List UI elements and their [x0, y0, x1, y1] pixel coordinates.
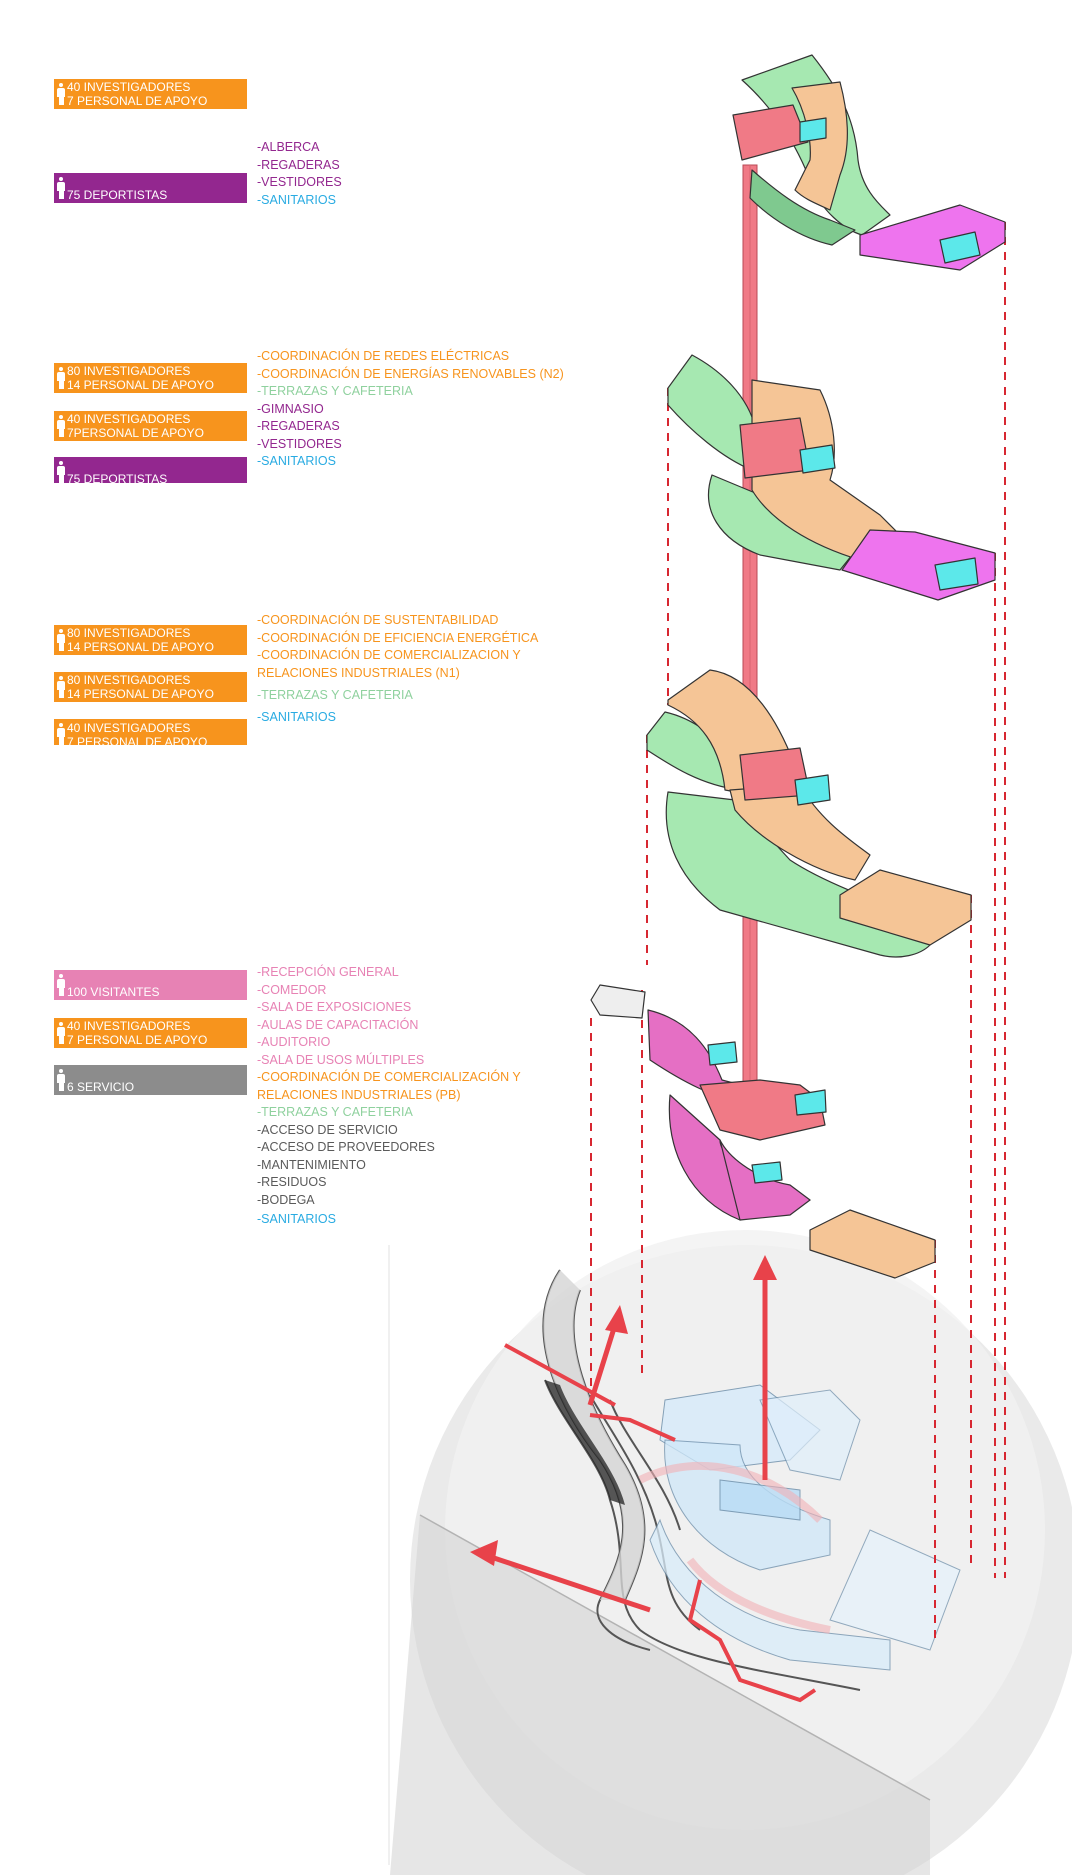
- level-4-floor: [732, 54, 1006, 271]
- program-item: -RESIDUOS: [257, 1175, 327, 1189]
- program-item: -COORDINACIÓN DE EFICIENCIA ENERGÉTICA: [257, 630, 539, 645]
- entry-arrow-head: [605, 1305, 628, 1334]
- program-item: -TERRAZAS Y CAFETERIA: [257, 1105, 413, 1119]
- level-2-list: -COORDINACIÓN DE SUSTENTABILIDAD -COORDI…: [257, 612, 538, 726]
- program-item: -GIMNASIO: [257, 401, 324, 416]
- level-1-list: -RECEPCIÓN GENERAL -COMEDOR -SALA DE EXP…: [257, 964, 521, 1229]
- program-item: -COORDINACIÓN DE ENERGÍAS RENOVABLES (N2…: [257, 366, 564, 381]
- person-icon: [57, 83, 65, 105]
- program-item: -SALA DE EXPOSICIONES: [257, 1000, 412, 1014]
- program-item: -BODEGA: [257, 1192, 315, 1207]
- person-icon: [57, 629, 65, 651]
- projection-lines: [590, 222, 1006, 1640]
- badge-line: 40 INVESTIGADORES: [67, 412, 191, 426]
- level-1-badge-1: 100 VISITANTES: [54, 970, 247, 1000]
- program-item: -COORDINACIÓN DE COMERCIALIZACION Y: [257, 648, 521, 662]
- level-3-badge-2: 40 INVESTIGADORES 7PERSONAL DE APOYO: [54, 411, 247, 441]
- program-item: RELACIONES INDUSTRIALES (PB): [257, 1087, 461, 1102]
- badge-line: 14 PERSONAL DE APOYO: [67, 378, 214, 392]
- badge-line: 7 PERSONAL DE APOYO: [67, 94, 208, 108]
- level-1-badge-3: 6 SERVICIO: [54, 1065, 247, 1095]
- program-item: -AUDITORIO: [257, 1035, 331, 1049]
- entry-arrow-shaft: [587, 1324, 618, 1406]
- program-item: -SANITARIOS: [257, 454, 336, 468]
- program-item: -AULAS DE CAPACITACIÓN: [257, 1017, 419, 1032]
- person-icon: [57, 676, 65, 698]
- program-item: RELACIONES INDUSTRIALES (N1): [257, 665, 460, 680]
- badge-line: 14 PERSONAL DE APOYO: [67, 687, 214, 701]
- person-icon: [57, 461, 65, 483]
- badge-line: 7PERSONAL DE APOYO: [67, 426, 204, 440]
- level-3-badge-1: 80 INVESTIGADORES 14 PERSONAL DE APOYO: [54, 363, 247, 393]
- program-item: -SANITARIOS: [257, 192, 336, 207]
- site-road-dark: [545, 1380, 625, 1505]
- exit-arrow-shaft: [484, 1552, 651, 1613]
- badge-line: 7 PERSONAL DE APOYO: [67, 735, 208, 745]
- program-item: -ACCESO DE PROVEEDORES: [257, 1140, 435, 1154]
- program-item: -ACCESO DE SERVICIO: [257, 1122, 398, 1137]
- level-4-badge-2: 75 DEPORTISTAS: [54, 173, 247, 203]
- program-item: -REGADERAS: [257, 157, 340, 172]
- program-item: -COORDINACIÓN DE COMERCIALIZACIÓN Y: [257, 1070, 521, 1084]
- person-icon: [57, 415, 65, 437]
- level-4-list: -ALBERCA -REGADERAS -VESTIDORES -SANITAR…: [257, 139, 342, 209]
- level-2-floor: [646, 669, 972, 958]
- badge-line: 40 INVESTIGADORES: [67, 1019, 191, 1033]
- badge-line: 75 DEPORTISTAS: [67, 188, 168, 202]
- program-item: -SANITARIOS: [257, 1212, 336, 1226]
- program-item: -REGADERAS: [257, 419, 340, 433]
- level-1-badge-2: 40 INVESTIGADORES 7 PERSONAL DE APOYO: [54, 1018, 247, 1048]
- level-4-badge-1: 40 INVESTIGADORES 7 PERSONAL DE APOYO: [54, 79, 247, 109]
- person-icon: [57, 974, 65, 996]
- person-icon: [57, 1069, 65, 1091]
- person-icon: [57, 723, 65, 745]
- access-routes: [589, 1413, 817, 1703]
- badge-line: 6 SERVICIO: [67, 1080, 135, 1094]
- level-2-badge-1: 80 INVESTIGADORES 14 PERSONAL DE APOYO: [54, 625, 247, 655]
- program-item: -ALBERCA: [257, 140, 320, 154]
- site-road-surface: [543, 1270, 645, 1600]
- program-item: -COORDINACIÓN DE REDES ELÉCTRICAS: [257, 349, 510, 363]
- access-arrow-left-shaft: [504, 1343, 616, 1407]
- badge-line: 40 INVESTIGADORES: [67, 721, 191, 735]
- program-item: -MANTENIMIENTO: [257, 1157, 366, 1172]
- level-2-badge-3: 40 INVESTIGADORES 7 PERSONAL DE APOYO: [54, 719, 247, 745]
- vertical-arrow-head: [753, 1255, 777, 1280]
- level-1-floor: [590, 984, 936, 1279]
- program-item: -TERRAZAS Y CAFETERIA: [257, 384, 413, 398]
- person-icon: [57, 1022, 65, 1044]
- program-item: -COMEDOR: [257, 982, 327, 997]
- badge-line: 80 INVESTIGADORES: [67, 673, 191, 687]
- person-icon: [57, 177, 65, 199]
- badge-line: 14 PERSONAL DE APOYO: [67, 640, 214, 654]
- glass-building: [649, 1384, 961, 1671]
- level-2-badge-2: 80 INVESTIGADORES 14 PERSONAL DE APOYO: [54, 672, 247, 702]
- program-item: -SALA DE USOS MÚLTIPLES: [257, 1052, 425, 1067]
- badge-line: 75 DEPORTISTAS: [67, 472, 168, 483]
- program-item: -RECEPCIÓN GENERAL: [257, 965, 399, 979]
- level-3-badge-3: 75 DEPORTISTAS: [54, 457, 247, 483]
- program-item: -SANITARIOS: [257, 709, 336, 724]
- badge-line: 40 INVESTIGADORES: [67, 80, 191, 94]
- badge-line: 7 PERSONAL DE APOYO: [67, 1033, 208, 1047]
- pink-flow-arc: [638, 1461, 823, 1523]
- badge-line: 100 VISITANTES: [67, 985, 160, 999]
- badge-line: 80 INVESTIGADORES: [67, 364, 191, 378]
- pink-flow-arc-lower: [686, 1557, 831, 1634]
- exit-arrow-head: [470, 1540, 498, 1566]
- program-item: -COORDINACIÓN DE SUSTENTABILIDAD: [257, 613, 499, 627]
- level-3-list: -COORDINACIÓN DE REDES ELÉCTRICAS -COORD…: [257, 348, 564, 471]
- program-item: -TERRAZAS Y CAFETERIA: [257, 688, 413, 702]
- level-3-floor: [667, 354, 996, 601]
- program-item: -VESTIDORES: [257, 175, 342, 189]
- person-icon: [57, 367, 65, 389]
- program-item: -VESTIDORES: [257, 436, 342, 451]
- badge-line: 80 INVESTIGADORES: [67, 626, 191, 640]
